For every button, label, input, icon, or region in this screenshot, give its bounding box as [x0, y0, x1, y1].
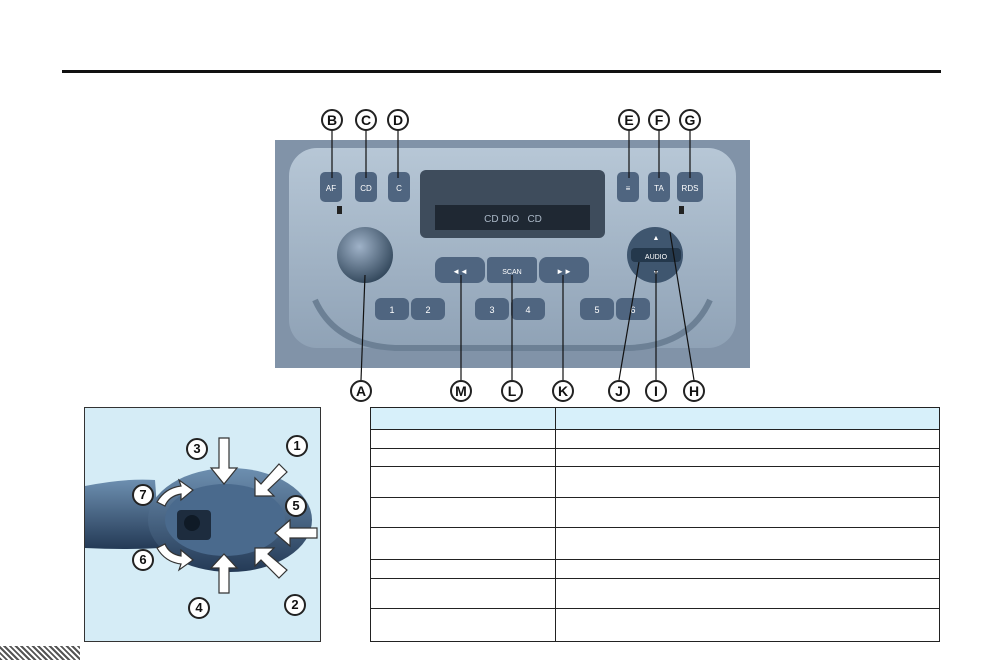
radio-illustration: CD DIO CD AF CD C ≡ TA RDS ◄◄ SCAN ►► — [275, 140, 750, 368]
preset-3[interactable]: 3 — [475, 298, 509, 320]
svg-text:4: 4 — [525, 305, 530, 315]
audio-label: AUDIO — [645, 254, 668, 261]
display-panel — [435, 205, 590, 230]
arrow-6 — [156, 543, 194, 572]
table-row — [370, 466, 940, 498]
table-cell — [555, 527, 940, 560]
table-cell — [555, 608, 940, 642]
arrow-7 — [156, 478, 194, 507]
table-row — [370, 429, 940, 449]
table-row — [370, 497, 940, 528]
preset-6[interactable]: 6 — [616, 298, 650, 320]
arrow-3 — [209, 437, 239, 485]
header-rule-dot — [938, 70, 941, 73]
callout-e: E — [618, 109, 640, 131]
svg-text:6: 6 — [630, 305, 635, 315]
seek-back-button[interactable]: ◄◄ — [435, 257, 485, 283]
stalk-number-1: 1 — [286, 435, 308, 457]
table-cell — [370, 466, 556, 498]
svg-text:5: 5 — [594, 305, 599, 315]
svg-text:C: C — [396, 184, 402, 193]
scan-button[interactable]: SCAN — [487, 257, 537, 283]
seek-forward-button[interactable]: ►► — [539, 257, 589, 283]
svg-text:RDS: RDS — [682, 184, 699, 193]
svg-text:◄◄: ◄◄ — [452, 267, 468, 276]
stalk-number-6: 6 — [132, 549, 154, 571]
svg-text:3: 3 — [489, 305, 494, 315]
table-cell — [370, 608, 556, 642]
table-row — [370, 578, 940, 609]
arrow-2 — [254, 547, 288, 579]
stalk-number-5: 5 — [285, 495, 307, 517]
callout-c: C — [355, 109, 377, 131]
svg-text:SCAN: SCAN — [502, 269, 521, 276]
callout-l: L — [501, 380, 523, 402]
table-cell — [555, 559, 940, 579]
preset-2[interactable]: 2 — [411, 298, 445, 320]
table-row — [370, 527, 940, 560]
table-cell — [555, 578, 940, 609]
callout-j: J — [608, 380, 630, 402]
callout-i: I — [645, 380, 667, 402]
table-row — [370, 407, 940, 430]
svg-text:TA: TA — [654, 184, 664, 193]
callout-d: D — [387, 109, 409, 131]
table-row — [370, 559, 940, 579]
legend-table — [370, 407, 940, 642]
svg-text:2: 2 — [425, 305, 430, 315]
svg-text:CD: CD — [360, 184, 372, 193]
arrow-4 — [209, 553, 239, 594]
rds-button[interactable]: RDS — [677, 172, 703, 202]
stalk-number-4: 4 — [188, 597, 210, 619]
svg-text:≡: ≡ — [626, 184, 631, 193]
stalk-number-2: 2 — [284, 594, 306, 616]
header-rule — [62, 70, 938, 73]
svg-text:►►: ►► — [556, 267, 572, 276]
preset-4[interactable]: 4 — [511, 298, 545, 320]
callout-a: A — [350, 380, 372, 402]
cd-button[interactable]: CD — [355, 172, 377, 202]
ta-button[interactable]: TA — [648, 172, 670, 202]
callout-b: B — [321, 109, 343, 131]
menu-button[interactable]: ≡ — [617, 172, 639, 202]
svg-text:CD DIO CD: CD DIO CD — [484, 214, 542, 225]
callout-m: M — [450, 380, 472, 402]
table-cell — [370, 559, 556, 579]
preset-1[interactable]: 1 — [375, 298, 409, 320]
callout-k: K — [552, 380, 574, 402]
arrow-5 — [274, 518, 318, 548]
stalk-drawing — [85, 437, 318, 594]
table-cell — [555, 429, 940, 449]
svg-text:1: 1 — [389, 305, 394, 315]
table-cell — [555, 448, 940, 467]
stalk-number-3: 3 — [186, 438, 208, 460]
table-cell — [370, 448, 556, 467]
table-row — [370, 608, 940, 642]
stalk-number-7: 7 — [132, 484, 154, 506]
c-button[interactable]: C — [388, 172, 410, 202]
table-cell — [370, 407, 556, 430]
table-cell — [370, 527, 556, 560]
table-row — [370, 448, 940, 467]
page-tab-marker — [0, 646, 80, 660]
table-cell — [555, 407, 940, 430]
table-cell — [370, 497, 556, 528]
preset-5[interactable]: 5 — [580, 298, 614, 320]
arrow-1 — [254, 463, 288, 497]
table-cell — [555, 466, 940, 498]
table-cell — [370, 429, 556, 449]
callout-g: G — [679, 109, 701, 131]
table-cell — [555, 497, 940, 528]
steering-stalk-illustration: 1 2 3 4 5 6 7 — [84, 407, 321, 642]
callout-f: F — [648, 109, 670, 131]
volume-knob[interactable] — [337, 227, 393, 283]
svg-text:AF: AF — [326, 184, 336, 193]
table-cell — [370, 578, 556, 609]
svg-text:▼: ▼ — [653, 270, 660, 277]
callout-h: H — [683, 380, 705, 402]
af-button[interactable]: AF — [320, 172, 342, 202]
svg-text:▲: ▲ — [653, 235, 660, 242]
